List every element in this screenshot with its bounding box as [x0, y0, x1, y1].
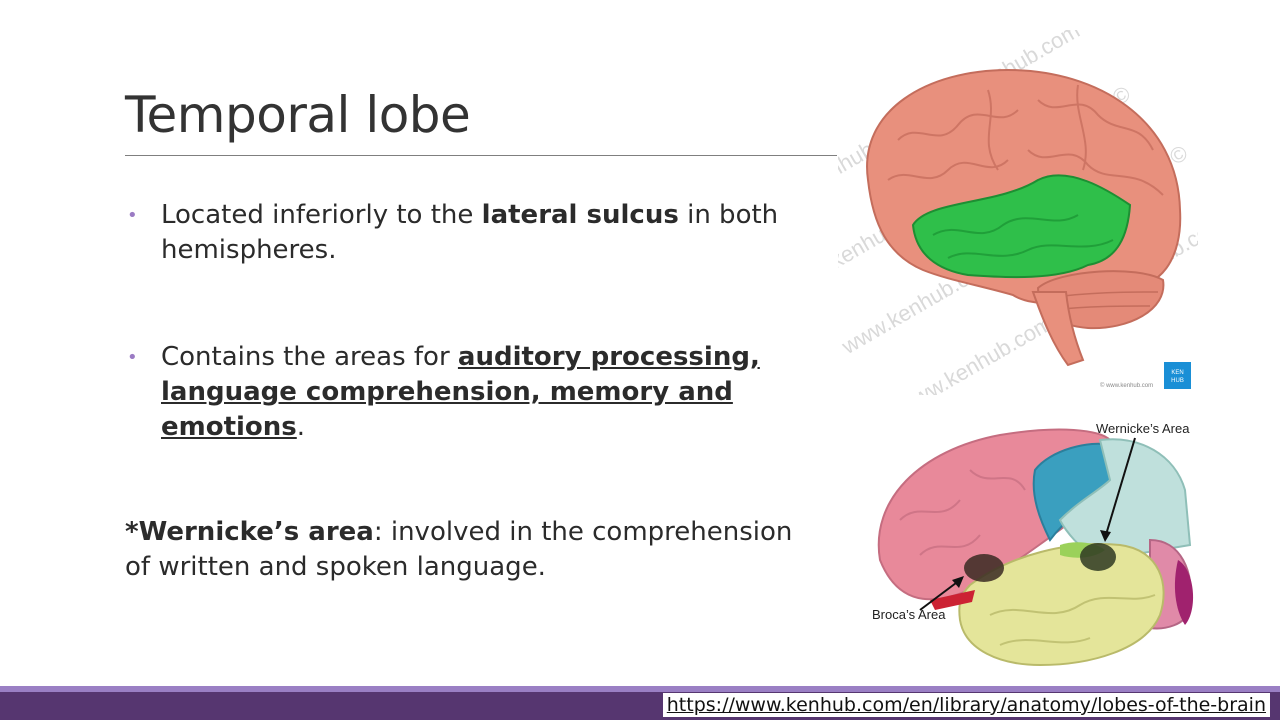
bullet-functions-term: auditory processing, language comprehens…	[161, 342, 760, 442]
wernicke-note-text: : involved in the comprehension of writt…	[125, 517, 793, 582]
source-link[interactable]: https://www.kenhub.com/en/library/anatom…	[662, 693, 1270, 717]
title-divider	[125, 155, 837, 156]
wernicke-note-term: *Wernicke’s area	[125, 517, 374, 547]
slide-title: Temporal lobe	[125, 86, 471, 144]
footer-accent-bar	[0, 686, 1280, 692]
label-wernicke-area: Wernicke’s Area	[1096, 421, 1190, 436]
bullet-bold-term: lateral sulcus	[481, 200, 679, 230]
bullet-text: .	[296, 412, 306, 442]
bullet-dot-icon: •	[127, 205, 138, 226]
svg-text:KEN: KEN	[1171, 370, 1183, 376]
kenhub-logo-icon	[1164, 362, 1191, 389]
temporal-lobe-brain-image: www.kenhub.com © www.kenhub.com © www.ke…	[838, 30, 1198, 395]
image-credit: © www.kenhub.com	[1100, 382, 1153, 389]
bullet-text: in both hemispheres.	[161, 200, 779, 265]
bullet-text: Contains the areas for	[161, 342, 458, 372]
wernicke-note: *Wernicke’s area: involved in the compre…	[125, 515, 795, 585]
broca-area-marker	[964, 554, 1004, 582]
language-areas-brain-image: Wernicke’s Area Broca’s Area	[872, 421, 1194, 667]
wernicke-area-marker	[1080, 543, 1116, 571]
label-broca-area: Broca’s Area	[872, 607, 946, 622]
bullet-text: Located inferiorly to the	[161, 200, 482, 230]
bullet-dot-icon: •	[127, 347, 138, 368]
bullet-list: • Located inferiorly to the lateral sulc…	[125, 198, 785, 445]
bullet-item-functions: • Contains the areas for auditory proces…	[125, 340, 785, 445]
bullet-item-location: • Located inferiorly to the lateral sulc…	[125, 198, 785, 268]
svg-text:HUB: HUB	[1171, 378, 1184, 384]
